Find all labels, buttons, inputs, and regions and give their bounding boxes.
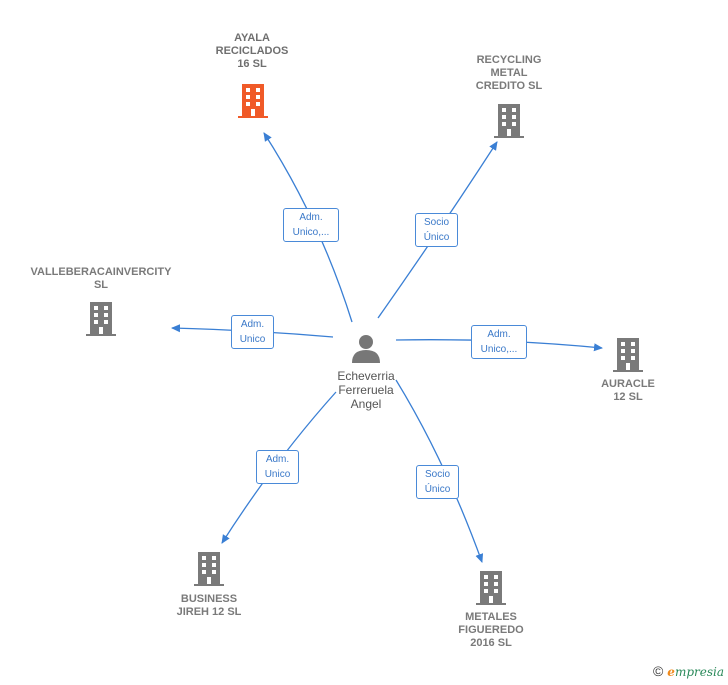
- company-name-auracle: AURACLE 12 SL: [601, 378, 655, 403]
- copyright-symbol: ©: [652, 663, 664, 679]
- building-icon: [613, 338, 643, 372]
- company-name-ayala: AYALA RECICLADOS 16 SL: [215, 32, 289, 70]
- relation-label-auracle[interactable]: Adm. Unico,...: [471, 325, 527, 359]
- building-icon: [476, 571, 506, 605]
- building-icon: [194, 552, 224, 586]
- relation-label-recycling[interactable]: Socio Único: [415, 213, 458, 247]
- company-name-valle: VALLEBERACAINVERCITY SL: [30, 266, 172, 291]
- building-icon: [238, 84, 268, 118]
- brand-logo: empresia: [667, 665, 724, 679]
- building-icon: [494, 104, 524, 138]
- relation-label-valle[interactable]: Adm. Unico: [231, 315, 274, 349]
- person-icon: [352, 335, 380, 363]
- relation-label-ayala[interactable]: Adm. Unico,...: [283, 208, 339, 242]
- company-name-recycling: RECYCLING METAL CREDITO SL: [475, 54, 543, 92]
- person-name: Echeverria Ferreruela Angel: [337, 369, 395, 411]
- company-name-business: BUSINESS JIREH 12 SL: [176, 593, 242, 618]
- footer-brand: ©empresia: [653, 663, 724, 679]
- building-icon: [86, 302, 116, 336]
- relation-label-metales[interactable]: Socio Único: [416, 465, 459, 499]
- company-name-metales: METALES FIGUEREDO 2016 SL: [458, 611, 524, 649]
- relation-label-business[interactable]: Adm. Unico: [256, 450, 299, 484]
